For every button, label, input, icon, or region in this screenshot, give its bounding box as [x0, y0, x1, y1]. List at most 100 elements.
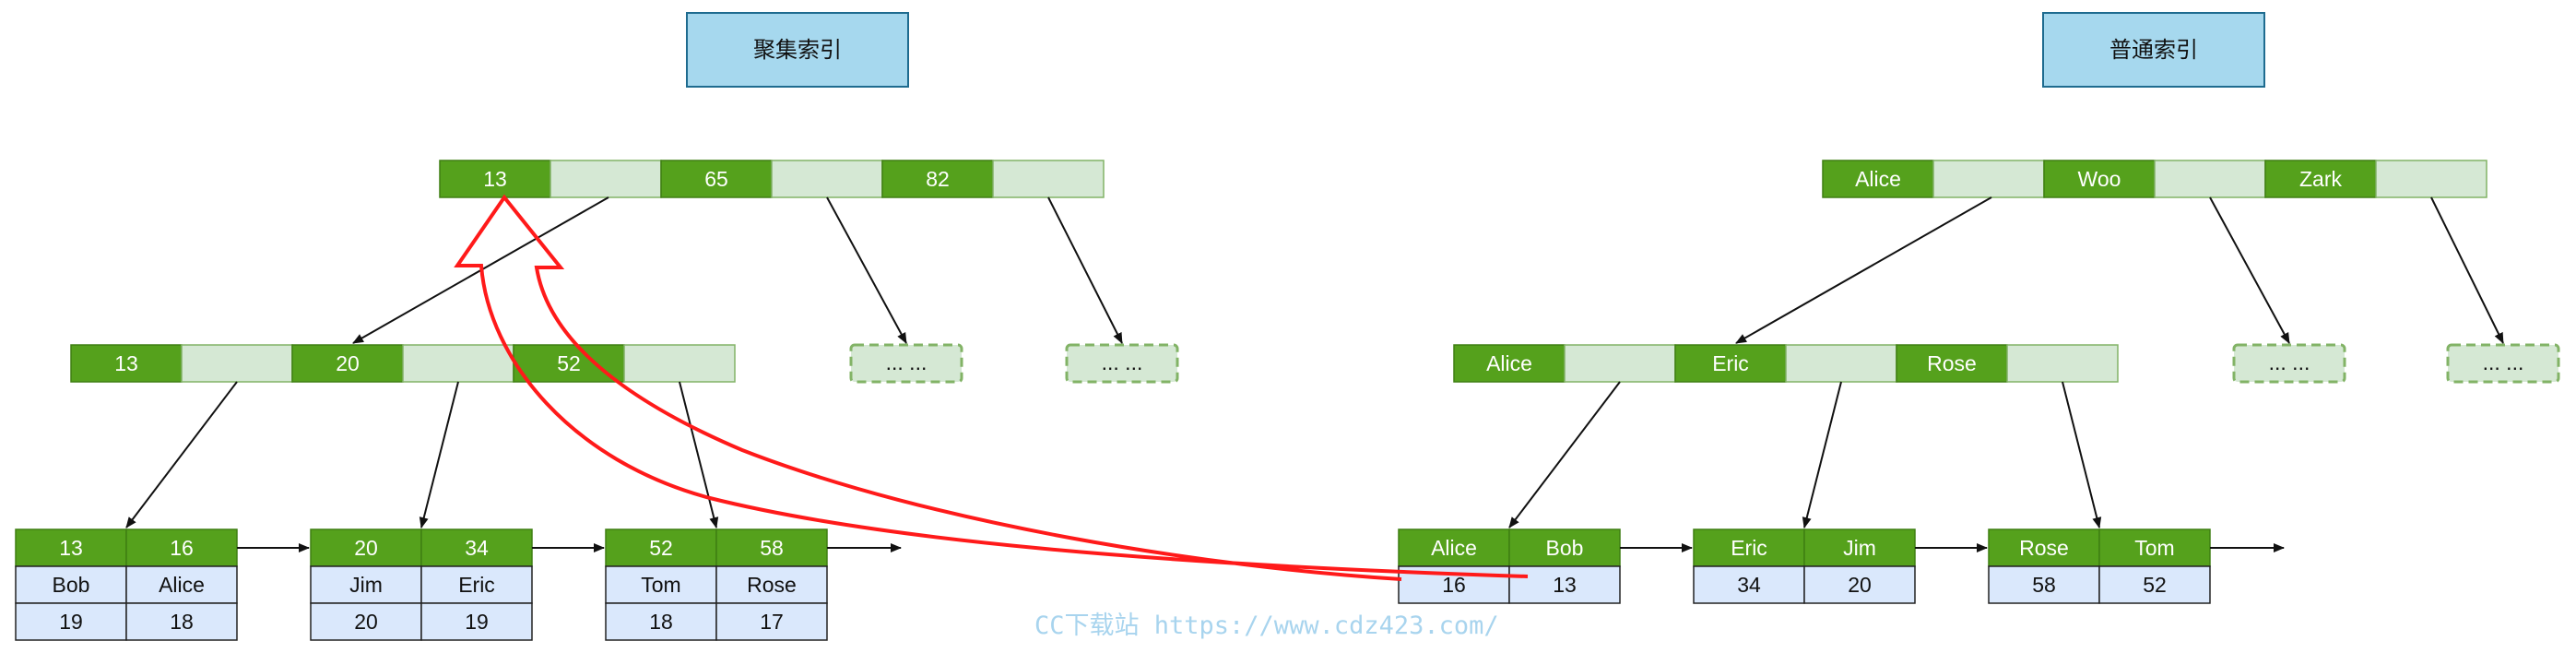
leaf-primary-key: 52	[2143, 573, 2167, 597]
leaf-age: 19	[59, 610, 83, 634]
secondary-leaf-node: Eric Jim 34 20	[1693, 528, 1916, 604]
leaf-name: Alice	[159, 573, 205, 597]
node-key: Rose	[1927, 351, 1977, 375]
leaf-key: 58	[760, 536, 784, 560]
secondary-root-node: Alice Woo Zark	[1822, 160, 2487, 198]
leaf-key: Eric	[1731, 536, 1767, 560]
pointer-slot	[771, 160, 883, 198]
tree-arrow	[1047, 196, 1123, 344]
key-cell	[1896, 344, 2008, 383]
tree-arrow	[1802, 381, 1842, 528]
node-key: Eric	[1712, 351, 1749, 375]
key-cell	[1822, 160, 1934, 198]
tree-arrow	[1735, 196, 1992, 344]
leaf-primary-key: 34	[1737, 573, 1761, 597]
leaf-key: 16	[170, 536, 194, 560]
leaf-key: 20	[354, 536, 378, 560]
clustered-index-title: 聚集索引	[753, 37, 842, 63]
key-cell	[1453, 344, 1566, 383]
leaf-key: 13	[59, 536, 83, 560]
leaf-primary-key: 20	[1848, 573, 1872, 597]
pointer-slot	[2154, 160, 2266, 198]
clustered-root-node: 13 65 82	[439, 160, 1105, 198]
clustered-placeholder-node: ... ...	[849, 343, 963, 384]
leaf-age: 18	[170, 610, 194, 634]
leaf-primary-key: 16	[1442, 573, 1466, 597]
leaf-name: Bob	[53, 573, 90, 597]
pointer-slot	[1564, 344, 1676, 383]
leaf-key: Rose	[2019, 536, 2069, 560]
secondary-leaf-node: Alice Bob 16 13	[1398, 528, 1621, 604]
tree-arrow	[2430, 196, 2504, 344]
leaf-age: 19	[465, 610, 489, 634]
leaf-key: Jim	[1843, 536, 1876, 560]
leaf-key: 34	[465, 536, 489, 560]
leaf-primary-key: 13	[1553, 573, 1577, 597]
leaf-primary-key: 58	[2032, 573, 2056, 597]
node-key: 13	[114, 351, 138, 375]
tree-arrow	[1508, 381, 1621, 528]
root-key: Zark	[2299, 167, 2343, 191]
pointer-slot	[549, 160, 662, 198]
root-key: 65	[704, 167, 728, 191]
key-cell	[2043, 160, 2156, 198]
watermark-text: CC下载站 https://www.cdz423.com/	[1034, 611, 1499, 640]
pointer-slot	[2375, 160, 2487, 198]
placeholder-label: ... ...	[2483, 350, 2524, 374]
placeholder-label: ... ...	[2269, 350, 2310, 374]
node-key: 52	[557, 351, 581, 375]
leaf-name: Rose	[747, 573, 797, 597]
root-key: 13	[483, 167, 507, 191]
key-cell	[2264, 160, 2377, 198]
leaf-name: Eric	[458, 573, 495, 597]
leaf-key: Alice	[1431, 536, 1477, 560]
secondary-placeholder-node: ... ...	[2232, 343, 2346, 384]
pointer-slot	[181, 344, 293, 383]
root-key: Alice	[1855, 167, 1901, 191]
leaf-key: Bob	[1546, 536, 1584, 560]
key-cell	[70, 344, 183, 383]
root-key: 82	[926, 167, 950, 191]
leaf-age: 20	[354, 610, 378, 634]
pointer-slot	[1785, 344, 1897, 383]
pointer-slot	[2006, 344, 2119, 383]
leaf-age: 18	[649, 610, 673, 634]
lookup-back-arrow	[454, 194, 1529, 581]
clustered-leaf-node: 20 34 Jim Eric 20 19	[310, 528, 533, 641]
secondary-index-title-box: 普通索引	[2042, 12, 2265, 88]
tree-arrow	[2209, 196, 2290, 344]
lookup-arrow-outline	[454, 194, 1529, 581]
clustered-leaf-node: 52 58 Tom Rose 18 17	[605, 528, 828, 641]
secondary-index-title: 普通索引	[2109, 37, 2198, 63]
secondary-leaf-node: Rose Tom 58 52	[1988, 528, 2211, 604]
clustered-index-title-box: 聚集索引	[686, 12, 909, 88]
pointer-slot	[992, 160, 1105, 198]
key-cell	[291, 344, 404, 383]
key-cell	[439, 160, 551, 198]
clustered-level2-node: 13 20 52	[70, 344, 736, 383]
pointer-slot	[1932, 160, 2045, 198]
clustered-leaf-node: 13 16 Bob Alice 19 18	[15, 528, 238, 641]
leaf-name: Tom	[641, 573, 680, 597]
tree-arrow	[2062, 381, 2102, 528]
placeholder-label: ... ...	[1102, 350, 1143, 374]
key-cell	[881, 160, 994, 198]
node-key: 20	[336, 351, 360, 375]
tree-arrow	[419, 381, 459, 528]
leaf-age: 17	[760, 610, 784, 634]
node-key: Alice	[1486, 351, 1532, 375]
pointer-slot	[402, 344, 514, 383]
secondary-tree-arrows	[1508, 196, 2504, 552]
secondary-placeholder-node: ... ...	[2446, 343, 2560, 384]
leaf-key: Tom	[2134, 536, 2174, 560]
clustered-placeholder-node: ... ...	[1065, 343, 1179, 384]
secondary-level2-node: Alice Eric Rose	[1453, 344, 2119, 383]
root-key: Woo	[2078, 167, 2121, 191]
tree-arrow	[125, 381, 238, 528]
tree-arrow	[679, 381, 719, 528]
leaf-name: Jim	[349, 573, 383, 597]
placeholder-label: ... ...	[886, 350, 928, 374]
pointer-slot	[623, 344, 736, 383]
tree-arrow	[826, 196, 907, 344]
